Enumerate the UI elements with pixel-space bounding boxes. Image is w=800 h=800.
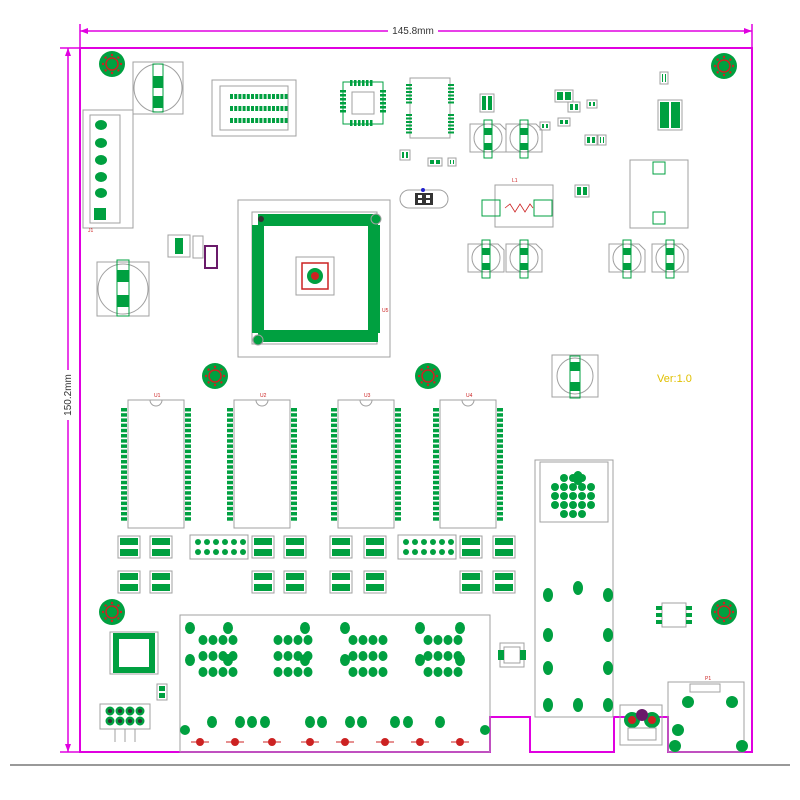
ic-label: U3 xyxy=(364,393,371,399)
mounting-holes xyxy=(99,51,737,625)
version-label: Ver:1.0 xyxy=(657,373,692,385)
p1-label: P1 xyxy=(705,676,711,682)
electrolytic-capacitor-top xyxy=(132,61,184,115)
mounting-hole xyxy=(99,51,125,77)
small-smd-bottom-left xyxy=(156,683,168,701)
capacitor xyxy=(505,119,543,159)
header-top xyxy=(211,79,297,137)
dip-ic: U3 xyxy=(331,393,401,529)
header-row-1 xyxy=(189,534,249,560)
height-dimension: 150.2mm xyxy=(60,47,80,753)
u5-label: U5 xyxy=(382,308,389,314)
header-row-2 xyxy=(397,534,457,560)
width-dimension: 145.8mm xyxy=(79,24,753,48)
height-label: 150.2mm xyxy=(63,374,74,416)
electrolytic-capacitor-small xyxy=(551,354,599,399)
ic-label: U4 xyxy=(466,393,473,399)
resistor-blocks xyxy=(117,535,516,594)
connector-j3 xyxy=(534,459,614,718)
mounting-hole xyxy=(711,53,737,79)
capacitor xyxy=(505,239,543,279)
mounting-hole xyxy=(415,363,441,389)
main-chip-u5: U5 xyxy=(237,199,391,358)
capacitor xyxy=(469,119,507,159)
mounting-hole xyxy=(99,599,125,625)
electrolytic-capacitor-left xyxy=(96,259,150,317)
small-component-j2-right xyxy=(498,642,526,668)
width-label: 145.8mm xyxy=(392,26,434,37)
j1-label: J1 xyxy=(88,228,94,234)
qfp-chip-bottom-left xyxy=(109,631,159,675)
capacitor xyxy=(651,239,689,279)
mounting-hole xyxy=(202,363,228,389)
dip-ic: U4 xyxy=(433,393,503,529)
capacitor xyxy=(467,239,505,279)
dip-ic-row: U1 U2 U3 U4 xyxy=(121,393,503,529)
jack-j4 xyxy=(619,704,663,746)
l1-label: L1 xyxy=(512,178,518,184)
ic-label: U2 xyxy=(260,393,267,399)
connector-p1: P1 xyxy=(667,676,748,753)
component-u7 xyxy=(629,159,689,229)
capacitor xyxy=(608,239,646,279)
ic-label: U1 xyxy=(154,393,161,399)
dip-ic: U2 xyxy=(227,393,297,529)
qfn-chip-u8 xyxy=(340,80,386,126)
qfn-chip-u9 xyxy=(406,77,454,139)
mounting-hole xyxy=(711,599,737,625)
connector-j5 xyxy=(99,703,151,742)
smd-components xyxy=(399,71,683,198)
connector-j2 xyxy=(179,614,491,753)
dip-ic: U1 xyxy=(121,393,191,529)
connector-j1: J1 xyxy=(82,109,134,234)
small-component-left xyxy=(167,234,218,269)
soic-chip-right xyxy=(656,602,692,628)
capacitor-cluster xyxy=(467,119,689,279)
inductor-l1: L1 xyxy=(481,178,554,228)
crystal-oscillator xyxy=(399,188,449,209)
